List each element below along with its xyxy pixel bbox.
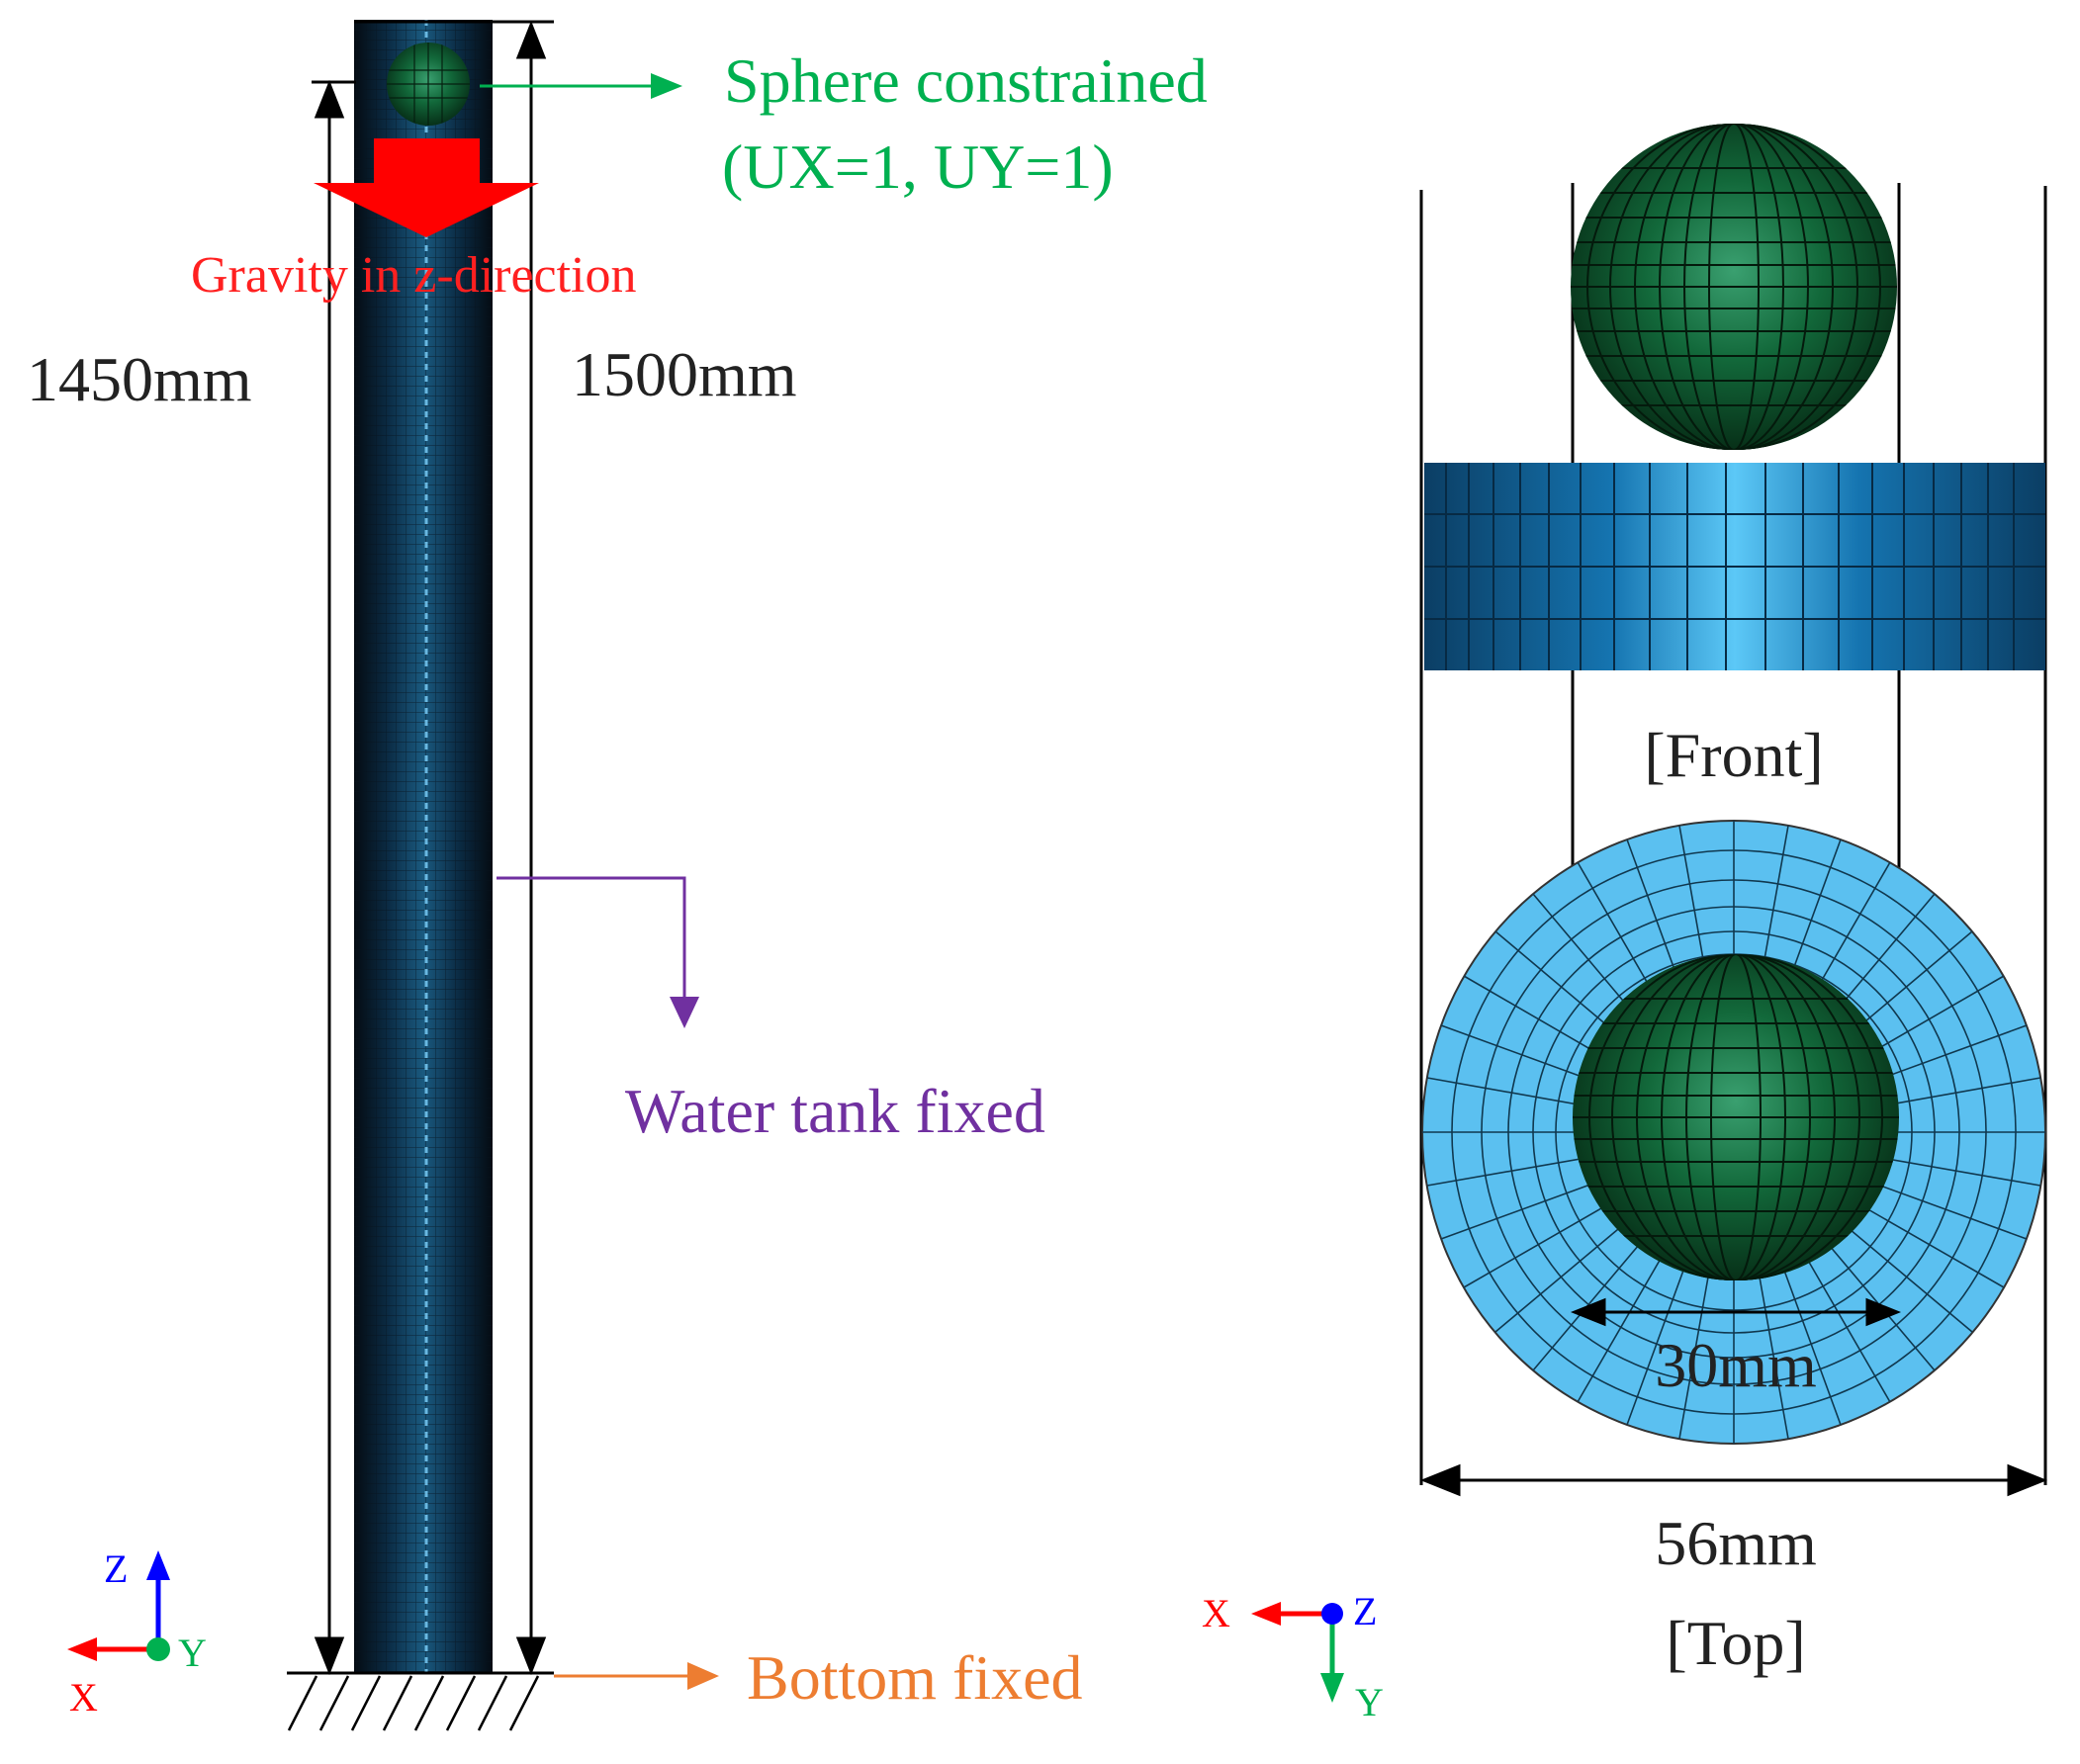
- dimension-1450: [314, 79, 345, 1676]
- dimension-56mm: [1419, 1463, 2048, 1497]
- height-1450-label: 1450mm: [27, 344, 252, 414]
- front-view-label: [Front]: [1644, 720, 1823, 790]
- axis-triad-right: X Z Y: [1202, 1589, 1384, 1724]
- axis-left-z: Z: [104, 1546, 128, 1591]
- water-tank-fixed-label: Water tank fixed: [625, 1076, 1045, 1146]
- sphere-constrained-values: (UX=1, UY=1): [722, 132, 1114, 202]
- bottom-fixed-label: Bottom fixed: [747, 1642, 1083, 1713]
- front-view-tank-band: [1424, 463, 2045, 670]
- axis-right-z: Z: [1353, 1589, 1377, 1633]
- gravity-label: Gravity in z-direction: [191, 247, 637, 304]
- axis-triad-left: Z Y X: [67, 1546, 207, 1720]
- water-tank-column: [354, 20, 493, 1673]
- gravity-arrow: [314, 138, 539, 237]
- top-view-label: [Top]: [1666, 1608, 1805, 1678]
- height-1500-label: 1500mm: [572, 339, 797, 409]
- dimension-30mm: [1570, 1297, 1902, 1327]
- sphere-diameter-label: 30mm: [1655, 1330, 1817, 1400]
- front-view-sphere: [1571, 124, 1897, 450]
- sphere-small: [387, 43, 470, 126]
- water-tank-fixed-arrow: [497, 876, 699, 1028]
- axis-left-y: Y: [178, 1631, 207, 1675]
- bottom-fixed-arrow: [554, 1662, 719, 1690]
- sphere-constrained-label: Sphere constrained: [724, 45, 1208, 116]
- ground-hatch: [287, 1675, 540, 1731]
- top-view-sphere: [1573, 954, 1899, 1280]
- axis-right-y: Y: [1355, 1680, 1384, 1724]
- axis-left-x: X: [69, 1675, 98, 1720]
- dimension-1500: [515, 20, 547, 1676]
- sphere-constraint-arrow: [480, 73, 682, 99]
- tank-diameter-label: 56mm: [1655, 1508, 1817, 1578]
- axis-right-x: X: [1202, 1591, 1230, 1635]
